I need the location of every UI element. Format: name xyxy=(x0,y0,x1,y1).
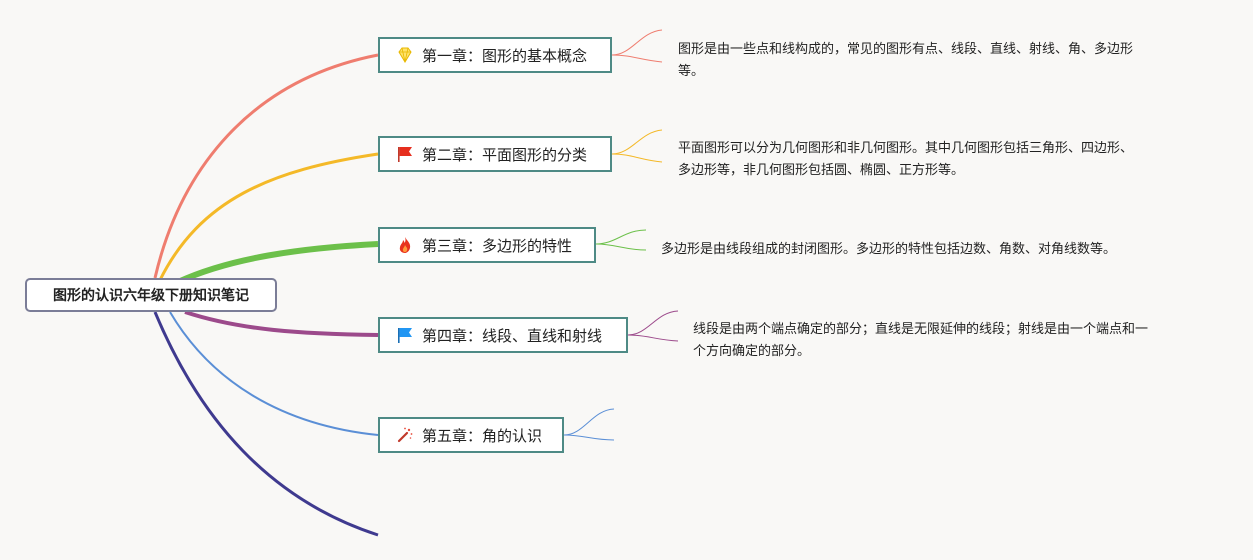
note-chapter-3: 多边形是由线段组成的封闭图形。多边形的特性包括边数、角数、对角线数等。 xyxy=(661,239,1221,261)
flag-icon xyxy=(396,145,414,163)
chapter-node-5[interactable]: 第五章：角的认识 xyxy=(378,417,564,453)
note-connector-4b xyxy=(627,334,679,342)
note-chapter-1: 图形是由一些点和线构成的，常见的图形有点、线段、直线、射线、角、多边形 等。 xyxy=(678,39,1198,83)
chapter-label-2: 第二章：平面图形的分类 xyxy=(422,145,588,164)
root-node[interactable]: 图形的认识六年级下册知识笔记 xyxy=(25,278,277,312)
note-connector-2b xyxy=(611,153,663,163)
note-connector-5b xyxy=(563,434,615,441)
root-label: 图形的认识六年级下册知识笔记 xyxy=(53,288,249,304)
note-line: 图形是由一些点和线构成的，常见的图形有点、线段、直线、射线、角、多边形 xyxy=(678,42,1134,57)
note-connector-1b xyxy=(611,54,663,63)
note-line: 个方向确定的部分。 xyxy=(693,344,811,359)
chapter-label-5: 第五章：角的认识 xyxy=(422,426,543,445)
blue-flag-icon xyxy=(396,326,414,344)
chapter-node-3[interactable]: 第三章：多边形的特性 xyxy=(378,227,596,263)
branch-chapter-1 xyxy=(153,53,379,279)
diamond-icon xyxy=(396,46,414,64)
branch-chapter-2 xyxy=(158,152,379,281)
note-line: 等。 xyxy=(678,64,705,79)
note-connector-4a xyxy=(627,310,679,336)
note-line: 线段是由两个端点确定的部分；直线是无限延伸的线段；射线是由一个端点和一 xyxy=(693,322,1149,337)
note-line: 多边形等，非几何图形包括圆、椭圆、正方形等。 xyxy=(678,163,965,178)
note-line: 多边形是由线段组成的封闭图形。多边形的特性包括边数、角数、对角线数等。 xyxy=(661,242,1117,257)
branch-chapter-5 xyxy=(169,311,379,436)
fire-icon xyxy=(396,236,414,254)
note-connector-3b xyxy=(595,243,647,251)
note-connector-5a xyxy=(563,408,615,436)
branch-extra xyxy=(153,311,379,537)
note-chapter-2: 平面图形可以分为几何图形和非几何图形。其中几何图形包括三角形、四边形、 多边形等… xyxy=(678,138,1198,182)
chapter-node-4[interactable]: 第四章：线段、直线和射线 xyxy=(378,317,628,353)
chapter-label-1: 第一章：图形的基本概念 xyxy=(422,46,588,65)
note-connector-3a xyxy=(595,229,647,245)
note-line: 平面图形可以分为几何图形和非几何图形。其中几何图形包括三角形、四边形、 xyxy=(678,141,1134,156)
branch-chapter-3 xyxy=(176,241,379,285)
chapter-node-2[interactable]: 第二章：平面图形的分类 xyxy=(378,136,612,172)
magic-wand-icon xyxy=(396,426,414,444)
branch-chapter-4 xyxy=(184,310,379,337)
chapter-label-4: 第四章：线段、直线和射线 xyxy=(422,326,603,345)
chapter-label-3: 第三章：多边形的特性 xyxy=(422,236,573,255)
note-connector-1a xyxy=(611,29,663,56)
note-chapter-4: 线段是由两个端点确定的部分；直线是无限延伸的线段；射线是由一个端点和一 个方向确… xyxy=(693,319,1213,363)
note-connector-2a xyxy=(611,129,663,155)
chapter-node-1[interactable]: 第一章：图形的基本概念 xyxy=(378,37,612,73)
